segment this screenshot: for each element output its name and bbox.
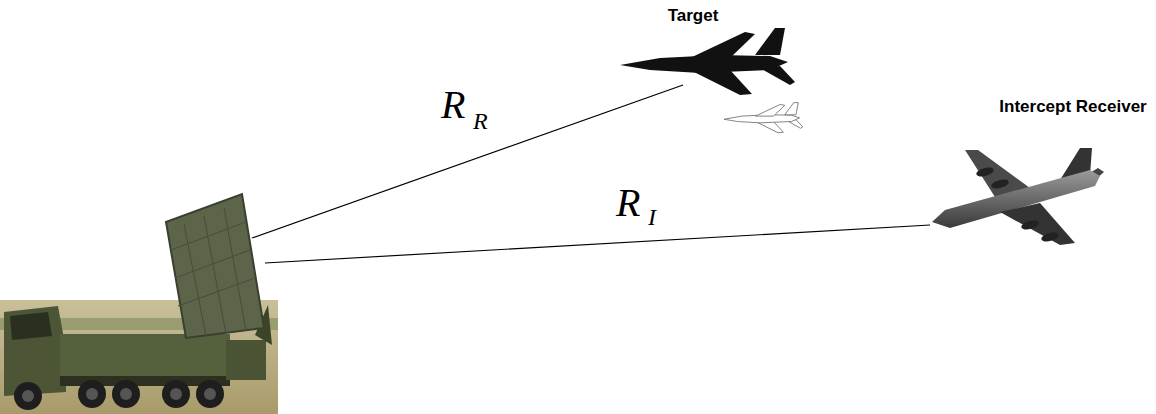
radar-truck (0, 194, 278, 414)
aircraft-label: Target (668, 7, 719, 24)
aircraft-label: Intercept Receiver (999, 98, 1146, 115)
escort-jet (724, 103, 803, 133)
receiver-aircraft (932, 148, 1104, 245)
target-jet (620, 28, 795, 95)
distance-subscript: I (648, 205, 656, 229)
range-line (265, 225, 930, 263)
distance-symbol: R (441, 85, 465, 125)
distance-symbol: R (616, 183, 640, 223)
distance-subscript: R (473, 109, 488, 133)
range-line (252, 85, 683, 238)
